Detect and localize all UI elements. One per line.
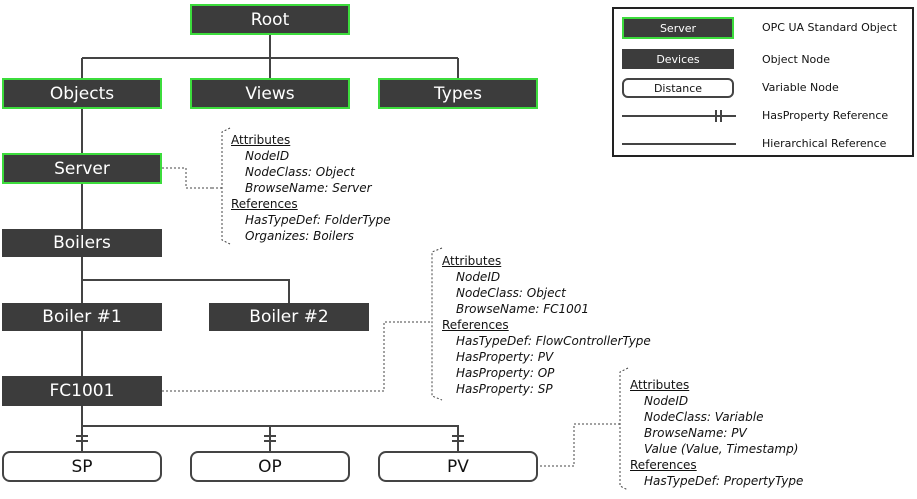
op-node: OP	[190, 451, 350, 482]
fc1001-annotation: Attributes NodeID NodeClass: Object Brow…	[442, 253, 651, 397]
pv-attr-browsename: BrowseName: PV	[644, 426, 747, 440]
fc1001-label: FC1001	[49, 381, 115, 401]
legend-hierarchical-line	[622, 143, 736, 145]
views-node: Views	[190, 78, 350, 109]
server-ref-hastypedef: HasTypeDef: FolderType	[245, 213, 391, 227]
server-references-heading: References	[231, 197, 298, 211]
legend-object-label: Object Node	[762, 53, 831, 66]
legend-variable-sample: Distance	[622, 78, 734, 98]
boilers-label: Boilers	[53, 233, 111, 253]
pv-attr-nodeid: NodeID	[644, 394, 689, 408]
pv-references-heading: References	[630, 458, 697, 472]
legend-hasproperty-label: HasProperty Reference	[762, 109, 889, 122]
pv-ref-hastypedef: HasTypeDef: PropertyType	[644, 474, 804, 488]
legend-standard-sample-text: Server	[659, 21, 697, 35]
server-label: Server	[54, 158, 110, 179]
sp-node: SP	[2, 451, 162, 482]
fc1001-attributes-heading: Attributes	[442, 254, 502, 268]
fc1001-ref-hasproperty-sp: HasProperty: SP	[456, 382, 553, 396]
fc1001-attr-nodeclass: NodeClass: Object	[456, 286, 566, 300]
legend-standard-sample: Server	[622, 17, 734, 39]
boiler2-node: Boiler #2	[209, 303, 369, 331]
boiler1-label: Boiler #1	[42, 307, 122, 327]
pv-annotation: Attributes NodeID NodeClass: Variable Br…	[630, 377, 803, 489]
legend-hasproperty-line	[622, 110, 736, 122]
types-node: Types	[378, 78, 538, 109]
fc1001-attr-nodeid: NodeID	[456, 270, 501, 284]
pv-label: PV	[447, 456, 469, 477]
op-label: OP	[258, 456, 282, 477]
boilers-to-boiler2	[82, 279, 290, 303]
boiler2-label: Boiler #2	[249, 307, 329, 327]
server-annotation-link	[162, 167, 212, 189]
boilers-node: Boilers	[2, 229, 162, 257]
fc1001-prop-bus	[82, 425, 459, 451]
legend-variable-label: Variable Node	[762, 81, 839, 94]
sp-label: SP	[71, 456, 93, 477]
legend-object-sample: Devices	[622, 49, 734, 69]
views-label: Views	[245, 83, 295, 104]
pv-attr-value: Value (Value, Timestamp)	[644, 442, 799, 456]
pv-node: PV	[378, 451, 538, 482]
root-label: Root	[250, 9, 290, 30]
legend-object-sample-text: Devices	[656, 52, 700, 66]
root-node: Root	[190, 4, 350, 35]
legend-standard-label: OPC UA Standard Object	[762, 21, 897, 34]
fc1001-references-heading: References	[442, 318, 509, 332]
fc1001-attr-browsename: BrowseName: FC1001	[456, 302, 590, 316]
pv-annotation-bracket	[619, 367, 629, 491]
fc1001-annotation-link	[162, 321, 400, 392]
fc1001-ref-hasproperty-pv: HasProperty: PV	[456, 350, 554, 364]
server-attr-nodeid: NodeID	[245, 149, 290, 163]
fc1001-annotation-bracket	[431, 247, 443, 401]
pv-annotation-link	[540, 423, 606, 467]
server-node: Server	[2, 153, 162, 184]
fc1001-ref-hastypedef: HasTypeDef: FlowControllerType	[456, 334, 651, 348]
server-annotation-bracket	[221, 127, 231, 245]
fc1001-ref-hasproperty-op: HasProperty: OP	[456, 366, 555, 380]
server-annotation: Attributes NodeID NodeClass: Object Brow…	[231, 132, 391, 244]
server-ref-organizes: Organizes: Boilers	[245, 229, 354, 243]
pv-attributes-heading: Attributes	[630, 378, 690, 392]
server-attributes-heading: Attributes	[231, 133, 291, 147]
boiler1-node: Boiler #1	[2, 303, 162, 331]
objects-node: Objects	[2, 78, 162, 109]
objects-label: Objects	[49, 83, 115, 104]
server-attr-browsename: BrowseName: Server	[245, 181, 372, 195]
server-attr-nodeclass: NodeClass: Object	[245, 165, 355, 179]
legend: Server OPC UA Standard Object Devices Ob…	[612, 7, 914, 157]
fc1001-node: FC1001	[2, 376, 162, 406]
pv-attr-nodeclass: NodeClass: Variable	[644, 410, 764, 424]
legend-variable-sample-text: Distance	[653, 81, 703, 95]
legend-hierarchical-label: Hierarchical Reference	[762, 137, 887, 150]
types-label: Types	[434, 83, 482, 104]
